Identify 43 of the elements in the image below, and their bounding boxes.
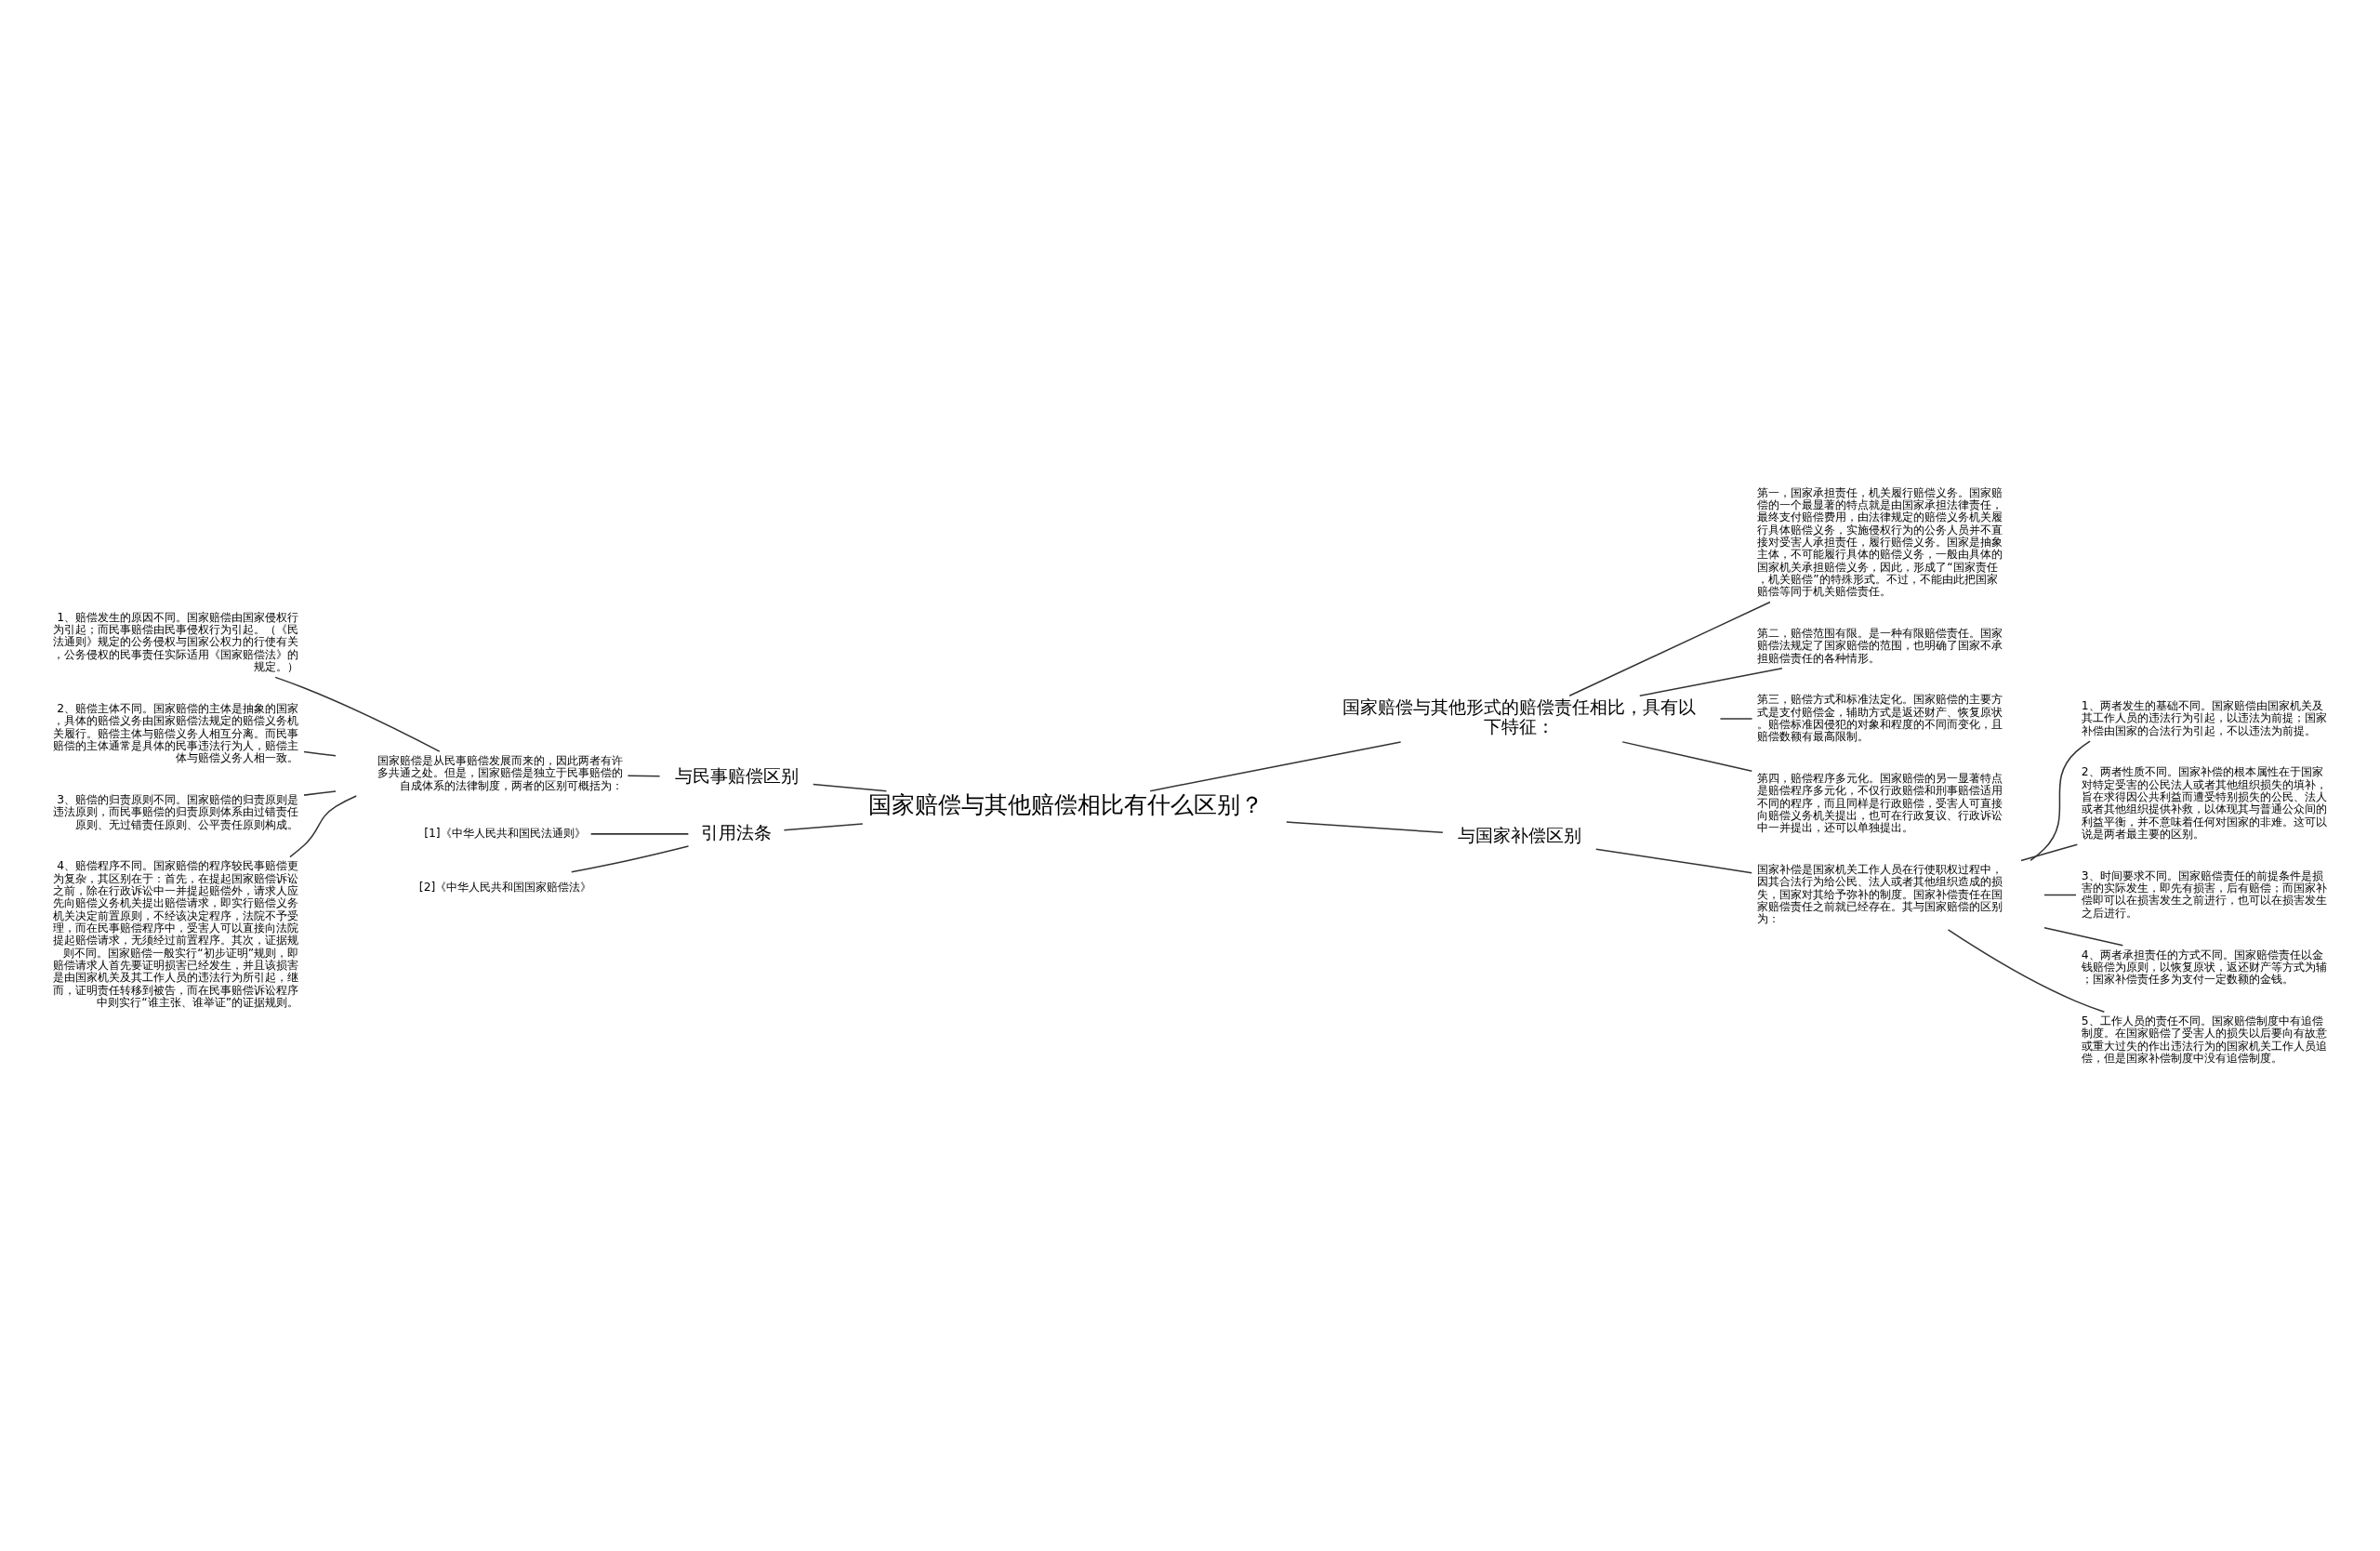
- connector: [1595, 847, 1752, 873]
- node-text: 2、两者性质不同。国家补偿的根本属性在于国家对特定受害的公民法人或者其他组织损失的填补，旨在求得因公共利益而遭受特别损失的公民、法人或者其他组织提供补救，以体现其与普通公众间的利益平衡，并不意味着任何对国家的非难。这可以说是两者最主要的区别。: [2081, 764, 2327, 841]
- connector: [1947, 928, 2106, 1013]
- node-text: 与国家补偿区别: [1457, 824, 1581, 845]
- connector: [274, 676, 441, 752]
- node-text: 1、两者发生的基础不同。国家赔偿由国家机关及其工作人员的违法行为引起，以违法为前提；国家补偿由国家的合法行为引起，不以违法为前提。: [2081, 698, 2327, 737]
- connector: [303, 750, 337, 757]
- connector: [289, 794, 358, 857]
- node-text: 1、赔偿发生的原因不同。国家赔偿由国家侵权行为引起；而民事赔偿由民事侵权行为引起。（《民法通则》规定的公务侵权与国家公权力的行使有关，公务侵权的民事责任实际适用《国家赔偿法》的规定。）: [53, 610, 299, 673]
- connector: [589, 832, 690, 835]
- connector: [783, 822, 864, 831]
- connector: [1149, 740, 1402, 791]
- node-text: 4、赔偿程序不同。国家赔偿的程序较民事赔偿更为复杂，其区别在于：首先，在提起国家赔偿诉讼之前，除在行政诉讼中一并提起赔偿外，请求人应先向赔偿义务机关提出赔偿请求，即实行赔偿义务机关决定前置原则，不经该决定程序，法院不予受理，而在民事赔偿程序中，受害人可以直接向法院提起赔偿请求，无须经过前置程序。其次，证据规则不同。国家赔偿一般实行“初步证明”规则，即赔偿请求人首先要证明损害已经发生，并且该损害是由国家机关及其工作人员的违法行为所引起，继而，证明责任转移到被告，而在民事赔偿诉讼程序中则实行“谁主张、谁举证”的证据规则。: [53, 858, 299, 1009]
- connector: [1621, 740, 1753, 772]
- node-text: 国家补偿是国家机关工作人员在行使职权过程中，因其合法行为给公民、法人或者其他组织造成的损失，国家对其给予弥补的制度。国家补偿责任在国家赔偿责任之前就已经存在。其与国家赔偿的区别为：: [1757, 862, 2003, 925]
- node-text: 2、赔偿主体不同。国家赔偿的主体是抽象的国家，具体的赔偿义务由国家赔偿法规定的赔偿义务机关履行。赔偿主体与赔偿义务人相互分离。而民事赔偿的主体通常是具体的民事违法行为人，赔偿主体与赔偿义务人相一致。: [53, 701, 299, 764]
- node-text: 3、时间要求不同。国家赔偿责任的前提条件是损害的实际发生，即先有损害，后有赔偿；而国家补偿即可以在损害发生之前进行，也可以在损害发生之后进行。: [2081, 868, 2327, 920]
- node-text: 3、赔偿的归责原则不同。国家赔偿的归责原则是违法原则，而民事赔偿的归责原则体系由过错责任原则、无过错责任原则、公平责任原则构成。: [53, 792, 299, 831]
- node-text: 5、工作人员的责任不同。国家赔偿制度中有追偿制度。在国家赔偿了受害人的损失以后要向有故意或重大过失的作出违法行为的国家机关工作人员追偿，但是国家补偿制度中没有追偿制度。: [2081, 1014, 2327, 1065]
- connector: [2030, 739, 2091, 861]
- connector: [2043, 894, 2077, 895]
- connector: [1568, 601, 1771, 696]
- connector: [571, 844, 690, 872]
- connector: [1639, 667, 1783, 696]
- node-text: 国家赔偿与其他形式的赔偿责任相比，具有以下特征：: [1342, 696, 1697, 736]
- connector: [627, 775, 661, 777]
- connector: [2020, 843, 2079, 861]
- node-text: 与民事赔偿区别: [674, 764, 799, 786]
- node-text: [1]《中华人民共和国民法通则》: [424, 826, 586, 840]
- connector: [1719, 717, 1753, 720]
- node-text: 第一，国家承担责任，机关履行赔偿义务。国家赔偿的一个最显著的特点就是由国家承担法律责任，最终支付赔偿费用，由法律规定的赔偿义务机关履行具体赔偿义务，实施侵权行为的公务人员并不直接对受害人承担责任，履行赔偿义务。国家是抽象主体，不可能履行具体的赔偿义务，一般由具体的国家机关承担赔偿义务，因此，形成了“国家责任，机关赔偿”的特殊形式。不过，不能由此把国家赔偿等同于机关赔偿责任。: [1757, 485, 2003, 598]
- node-text: 国家赔偿是从民事赔偿发展而来的，因此两者有许多共通之处。但是，国家赔偿是独立于民事赔偿的自成体系的法律制度，两者的区别可概括为：: [377, 753, 623, 792]
- node-text: 国家赔偿与其他赔偿相比有什么区别？: [867, 790, 1263, 818]
- connector: [1286, 820, 1444, 833]
- node-text: 引用法条: [701, 821, 773, 842]
- node-text: [2]《中华人民共和国国家赔偿法》: [418, 880, 592, 894]
- node-text: 第二，赔偿范围有限。是一种有限赔偿责任。国家赔偿法规定了国家赔偿的范围，也明确了国家不承担赔偿责任的各种情形。: [1757, 626, 2003, 665]
- node-text: 4、两者承担责任的方式不同。国家赔偿责任以金钱赔偿为原则，以恢复原状，返还财产等方式为辅；国家补偿责任多为支付一定数额的金钱。: [2081, 948, 2327, 986]
- connector: [812, 783, 888, 791]
- node-text: 第四，赔偿程序多元化。国家赔偿的另一显著特点是赔偿程序多元化，不仅行政赔偿和刑事赔偿适用不同的程序，而且同样是行政赔偿，受害人可直接向赔偿义务机关提出，也可在行政复议、行政诉讼中一并提出，还可以单独提出。: [1757, 771, 2003, 834]
- connector: [2043, 926, 2124, 947]
- connector: [303, 789, 337, 796]
- node-text: 第三，赔偿方式和标准法定化。国家赔偿的主要方式是支付赔偿金，辅助方式是返还财产、恢复原状。赔偿标准因侵犯的对象和程度的不同而变化，且赔偿数额有最高限制。: [1757, 692, 2003, 743]
